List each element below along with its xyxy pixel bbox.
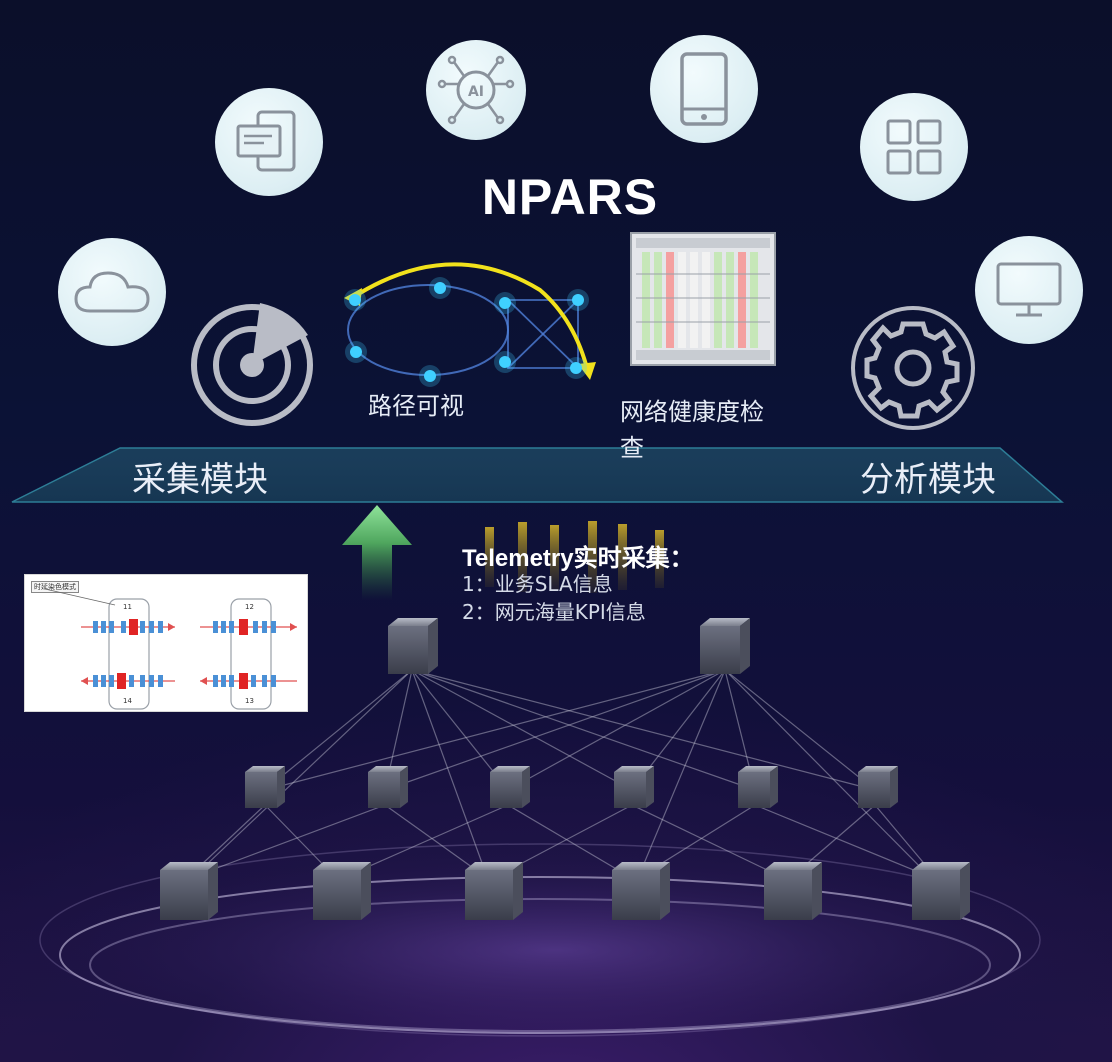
ai-icon-circle: AI [426, 40, 526, 140]
apps-grid-icon-circle [860, 93, 968, 201]
health-check-label-line1: 网络健康度检 [620, 398, 764, 426]
path-visual-graphic [344, 262, 596, 387]
collect-module-label: 采集模块 [132, 460, 268, 500]
network-cubes [160, 618, 970, 920]
delay-coloring-panel: 时延染色模式 [24, 574, 308, 712]
telemetry-line-1: 1：业务SLA信息 [462, 572, 613, 596]
upload-arrow [342, 505, 412, 600]
panel-node-13: 13 [245, 697, 254, 705]
panel-node-11: 11 [123, 603, 132, 611]
panel-tag: 时延染色模式 [31, 581, 79, 593]
monitor-icon [996, 262, 1062, 317]
diagram-title: NPARS [481, 169, 659, 225]
tablet-icon [680, 52, 728, 126]
telemetry-line-2: 2：网元海量KPI信息 [462, 600, 646, 624]
cloud-icon-circle [58, 238, 166, 346]
devices-icon-circle [215, 88, 323, 196]
monitor-icon-circle [975, 236, 1083, 344]
ai-icon: AI [437, 55, 515, 125]
devices-icon [236, 110, 296, 172]
radar-icon [191, 303, 313, 426]
panel-node-12: 12 [245, 603, 254, 611]
apps-grid-icon [886, 119, 942, 175]
panel-node-14: 14 [123, 697, 132, 705]
tablet-icon-circle [650, 35, 758, 143]
gear-icon [851, 306, 975, 430]
telemetry-bars [485, 521, 664, 593]
health-check-label-line2: 查 [620, 434, 644, 462]
telemetry-title: Telemetry实时采集： [462, 545, 694, 572]
analysis-module-label: 分析模块 [860, 460, 996, 500]
path-visual-label: 路径可视 [368, 392, 464, 420]
cloud-icon [74, 271, 150, 313]
network-rack-graphic [630, 232, 776, 366]
svg-text:AI: AI [468, 84, 484, 100]
